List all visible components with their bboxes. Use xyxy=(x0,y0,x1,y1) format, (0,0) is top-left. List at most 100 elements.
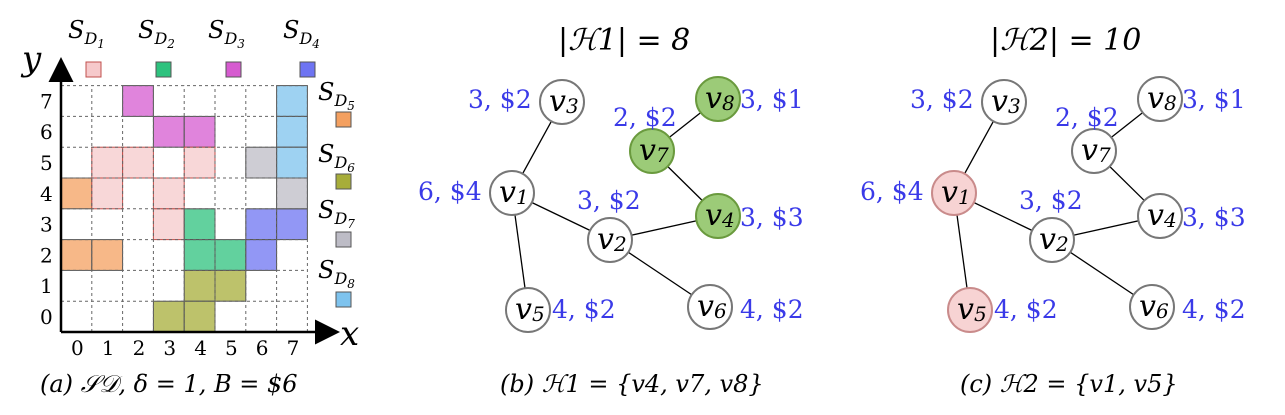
legend-label: SD1 xyxy=(68,16,105,51)
legend-label: SD4 xyxy=(283,16,320,51)
legend-swatch xyxy=(335,291,352,308)
node-annotation: 4, $2 xyxy=(552,295,616,324)
graph-node-v7 xyxy=(1071,128,1117,174)
node-label: v7 xyxy=(1081,133,1111,168)
node-annotation: 4, $2 xyxy=(1182,295,1246,324)
graph-node-v1 xyxy=(931,170,977,216)
graph-node-v5 xyxy=(505,287,551,333)
grid-cell xyxy=(183,300,216,333)
grid-cell xyxy=(152,208,185,241)
grid-cell xyxy=(122,85,154,117)
node-label: v5 xyxy=(957,292,987,327)
node-annotation: 3, $2 xyxy=(910,85,974,114)
node-annotation: 6, $4 xyxy=(418,177,482,206)
node-label: v8 xyxy=(1147,81,1177,116)
grid-cell xyxy=(276,208,308,241)
node-annotation: 3, $1 xyxy=(740,85,804,114)
x-tick-label: 3 xyxy=(163,336,176,360)
grid-cell xyxy=(183,115,216,148)
graph-node-v1 xyxy=(489,170,535,216)
y-tick-label: 3 xyxy=(40,213,53,237)
node-label: v6 xyxy=(1139,289,1169,324)
node-annotation: 4, $2 xyxy=(994,295,1058,324)
graph-node-v4 xyxy=(1137,193,1183,239)
grid-cell xyxy=(91,177,124,210)
graph-node-v3 xyxy=(539,79,585,125)
node-label: v2 xyxy=(1039,222,1069,257)
legend-label: SD7 xyxy=(318,196,355,231)
legend-swatch xyxy=(225,61,242,78)
node-annotation: 3, $2 xyxy=(468,85,532,114)
legend-swatch xyxy=(155,61,172,78)
panel-c-caption: (c) ℋ2 = {v1, v5} xyxy=(960,370,1178,398)
node-annotation: 3, $3 xyxy=(740,203,804,232)
legend-swatch xyxy=(335,231,352,248)
x-tick-label: 4 xyxy=(194,336,207,360)
node-label: v7 xyxy=(639,133,669,168)
graph-node-v8 xyxy=(1137,76,1183,122)
node-label: v1 xyxy=(941,175,971,210)
grid-cell xyxy=(91,146,124,179)
node-label: v8 xyxy=(705,81,735,116)
grid-cell xyxy=(183,239,216,271)
node-label: v3 xyxy=(991,84,1021,119)
node-annotation: 4, $2 xyxy=(740,295,804,324)
grid-cell xyxy=(152,115,185,148)
graph-node-v5 xyxy=(947,287,993,333)
y-axis-label: y xyxy=(20,39,42,79)
panel-b-title: |ℋ1| = 8 xyxy=(558,23,690,58)
y-tick-label: 0 xyxy=(40,305,53,329)
grid-cell xyxy=(214,239,247,271)
node-annotation: 3, $2 xyxy=(1019,186,1083,215)
panel-c-title: |ℋ2| = 10 xyxy=(990,23,1141,58)
graph-node-v6 xyxy=(687,284,733,330)
y-tick-label: 7 xyxy=(40,89,53,113)
panel-a-grid xyxy=(60,85,308,333)
grid-cell xyxy=(214,269,247,302)
x-tick-label: 6 xyxy=(256,336,269,360)
x-tick-label: 5 xyxy=(225,336,238,360)
node-label: v4 xyxy=(1147,198,1177,233)
node-annotation: 3, $3 xyxy=(1182,203,1246,232)
node-annotation: 2, $2 xyxy=(1055,103,1119,132)
node-annotation: 2, $2 xyxy=(613,103,677,132)
legend-swatch xyxy=(299,61,316,78)
graph-node-v7 xyxy=(629,128,675,174)
legend-label: SD2 xyxy=(138,16,175,51)
panel-a-caption: (a) 𝒮𝒟, δ = 1, B = $6 xyxy=(40,370,298,398)
graph-node-v6 xyxy=(1129,284,1175,330)
y-tick-label: 4 xyxy=(40,182,53,206)
graph-node-v2 xyxy=(587,217,633,263)
legend-swatch xyxy=(335,111,352,128)
grid-cell xyxy=(60,239,93,271)
legend-label: SD6 xyxy=(318,140,355,175)
node-label: v6 xyxy=(697,289,727,324)
node-label: v3 xyxy=(549,84,579,119)
x-tick-label: 2 xyxy=(133,336,146,360)
x-tick-label: 0 xyxy=(71,336,84,360)
node-label: v1 xyxy=(499,175,529,210)
y-tick-label: 6 xyxy=(40,120,53,144)
node-annotation: 3, $2 xyxy=(577,186,641,215)
node-annotation: 6, $4 xyxy=(860,177,924,206)
grid-cell xyxy=(122,146,154,179)
graph-node-v4 xyxy=(695,193,741,239)
grid-cell xyxy=(276,146,308,179)
graph-node-v2 xyxy=(1029,217,1075,263)
node-annotation: 3, $1 xyxy=(1182,85,1246,114)
grid-cell xyxy=(183,269,216,302)
grid-cell xyxy=(91,239,124,271)
legend-swatch xyxy=(85,61,102,78)
node-label: v5 xyxy=(515,292,545,327)
grid-cell xyxy=(276,85,308,117)
y-tick-label: 2 xyxy=(40,243,53,267)
legend-label: SD5 xyxy=(318,78,355,113)
grid-cell xyxy=(60,177,93,210)
grid-cell xyxy=(276,177,308,210)
grid-cell xyxy=(245,146,278,179)
